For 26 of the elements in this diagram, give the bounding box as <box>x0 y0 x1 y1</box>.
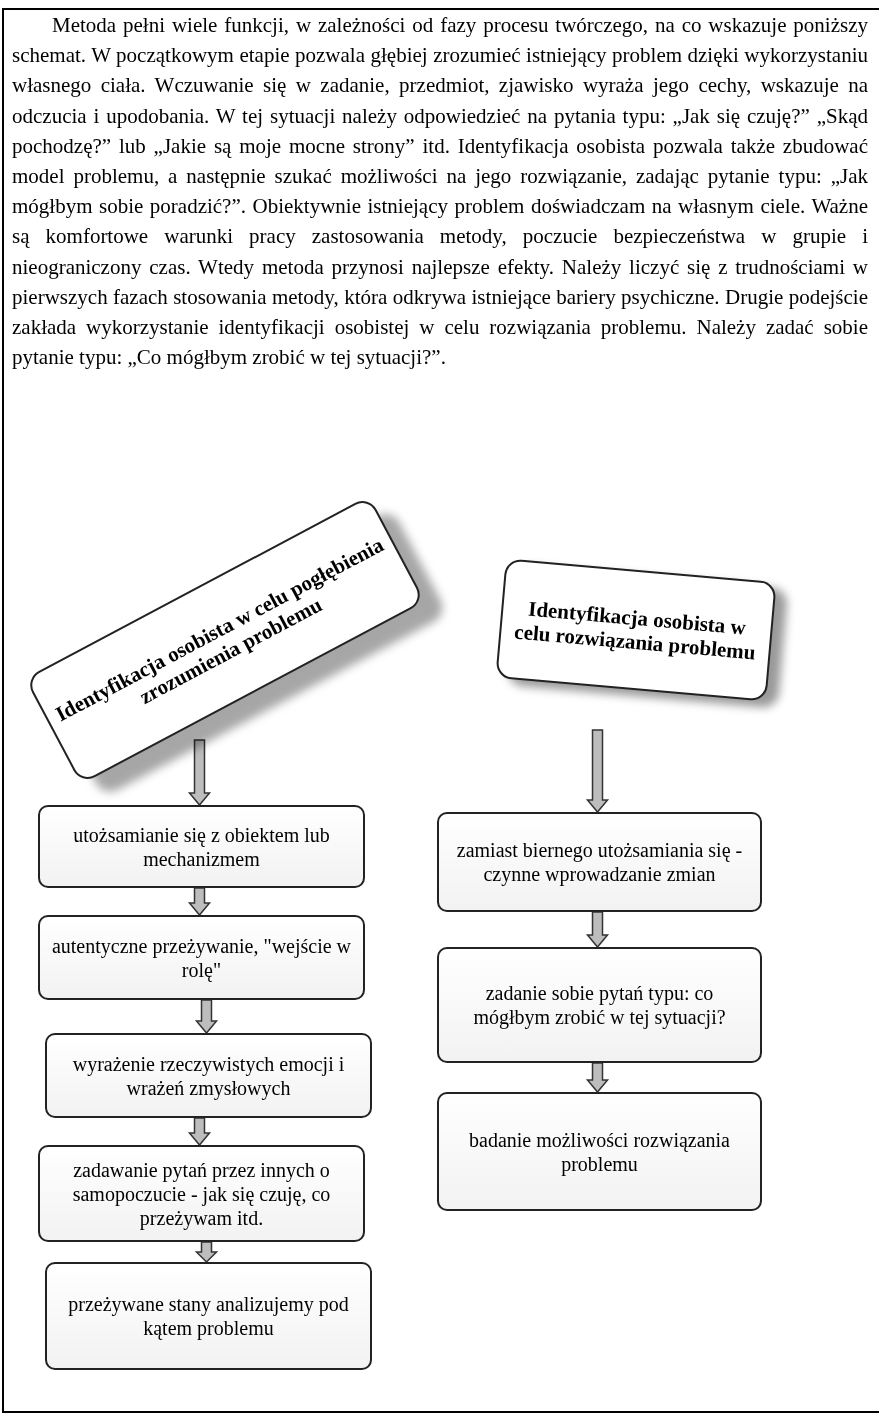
block-arrow <box>194 1241 219 1264</box>
process-box <box>437 947 762 1063</box>
block-arrow <box>187 887 212 917</box>
block-arrow <box>585 911 610 949</box>
process-box <box>45 1033 372 1118</box>
process-box <box>38 1145 365 1242</box>
block-arrow <box>187 739 212 807</box>
block-arrow <box>187 1117 212 1147</box>
header-text: Identyfikacja osobista w celu rozwiązania problemu <box>512 595 758 666</box>
box-text: autentyczne przeżywanie, "wejście w rolę" <box>50 933 353 982</box>
process-box <box>38 805 365 888</box>
block-arrow <box>585 729 610 814</box>
block-arrow <box>194 999 219 1035</box>
box-text: zadawanie pytań przez innych o samopoczucie - jak się czuję, co przeżywam itd. <box>71 1157 332 1230</box>
process-box <box>38 915 365 1000</box>
paragraph: Metoda pełni wiele funkcji, w zależności od fazy procesu twórczego, na co wskazuje poniższy schemat. W początkowym etapie pozwala głębiej zrozumieć istniejący problem dzięki wykorzystaniu własnego ciała. Wczuwanie się w zadanie, przedmiot, zjawisko wyraża jego cechy, wskazuje na odczucia i upodobania. W tej sytuacji należy odpowiedzieć na pytania typu: „Jak się czuję?” „Skąd pochodzę?” lub „Jakie są moje mocne strony” itd. Identyfikacja osobista pozwala także zbudować model problemu, a następnie szukać możliwości na jego rozwiązanie, zadając pytanie typu: „Jak mógłbym sobie poradzić?”. Obiektywnie istniejący problem doświadczam na własnym ciele. Ważne są komfortowe warunki pracy zastosowania metody, poczucie bezpieczeństwa w grupie i nieograniczony czas. Wtedy metoda przynosi najlepsze efekty. Należy liczyć się z trudnościami w pierwszych fazach stosowania metody, która odkrywa istniejące bariery psychiczne. Drugie podejście zakłada wykorzystanie identyfikacji osobistej w celu rozwiązania problemu. Należy zadać sobie pytanie typu: „Co mógłbym zrobić w tej sytuacji?”. <box>12 12 868 372</box>
box-text: utożsamianie się z obiektem lub mechanizmem <box>72 822 331 871</box>
box-text: wyrażenie rzeczywistych emocji i wrażeń zmysłowych <box>71 1051 346 1100</box>
box-text: badanie możliwości rozwiązania problemu <box>468 1127 731 1176</box>
box-text: zamiast biernego utożsamiania się - czynne wprowadzanie zmian <box>455 838 744 886</box>
process-box <box>437 812 762 912</box>
box-text: przeżywane stany analizujemy pod kątem problemu <box>67 1292 350 1340</box>
box-text: zadanie sobie pytań typu: co mógłbym zrobić w tej sytuacji? <box>472 981 727 1029</box>
process-box <box>45 1262 372 1370</box>
block-arrow <box>585 1062 610 1094</box>
process-box <box>437 1092 762 1211</box>
